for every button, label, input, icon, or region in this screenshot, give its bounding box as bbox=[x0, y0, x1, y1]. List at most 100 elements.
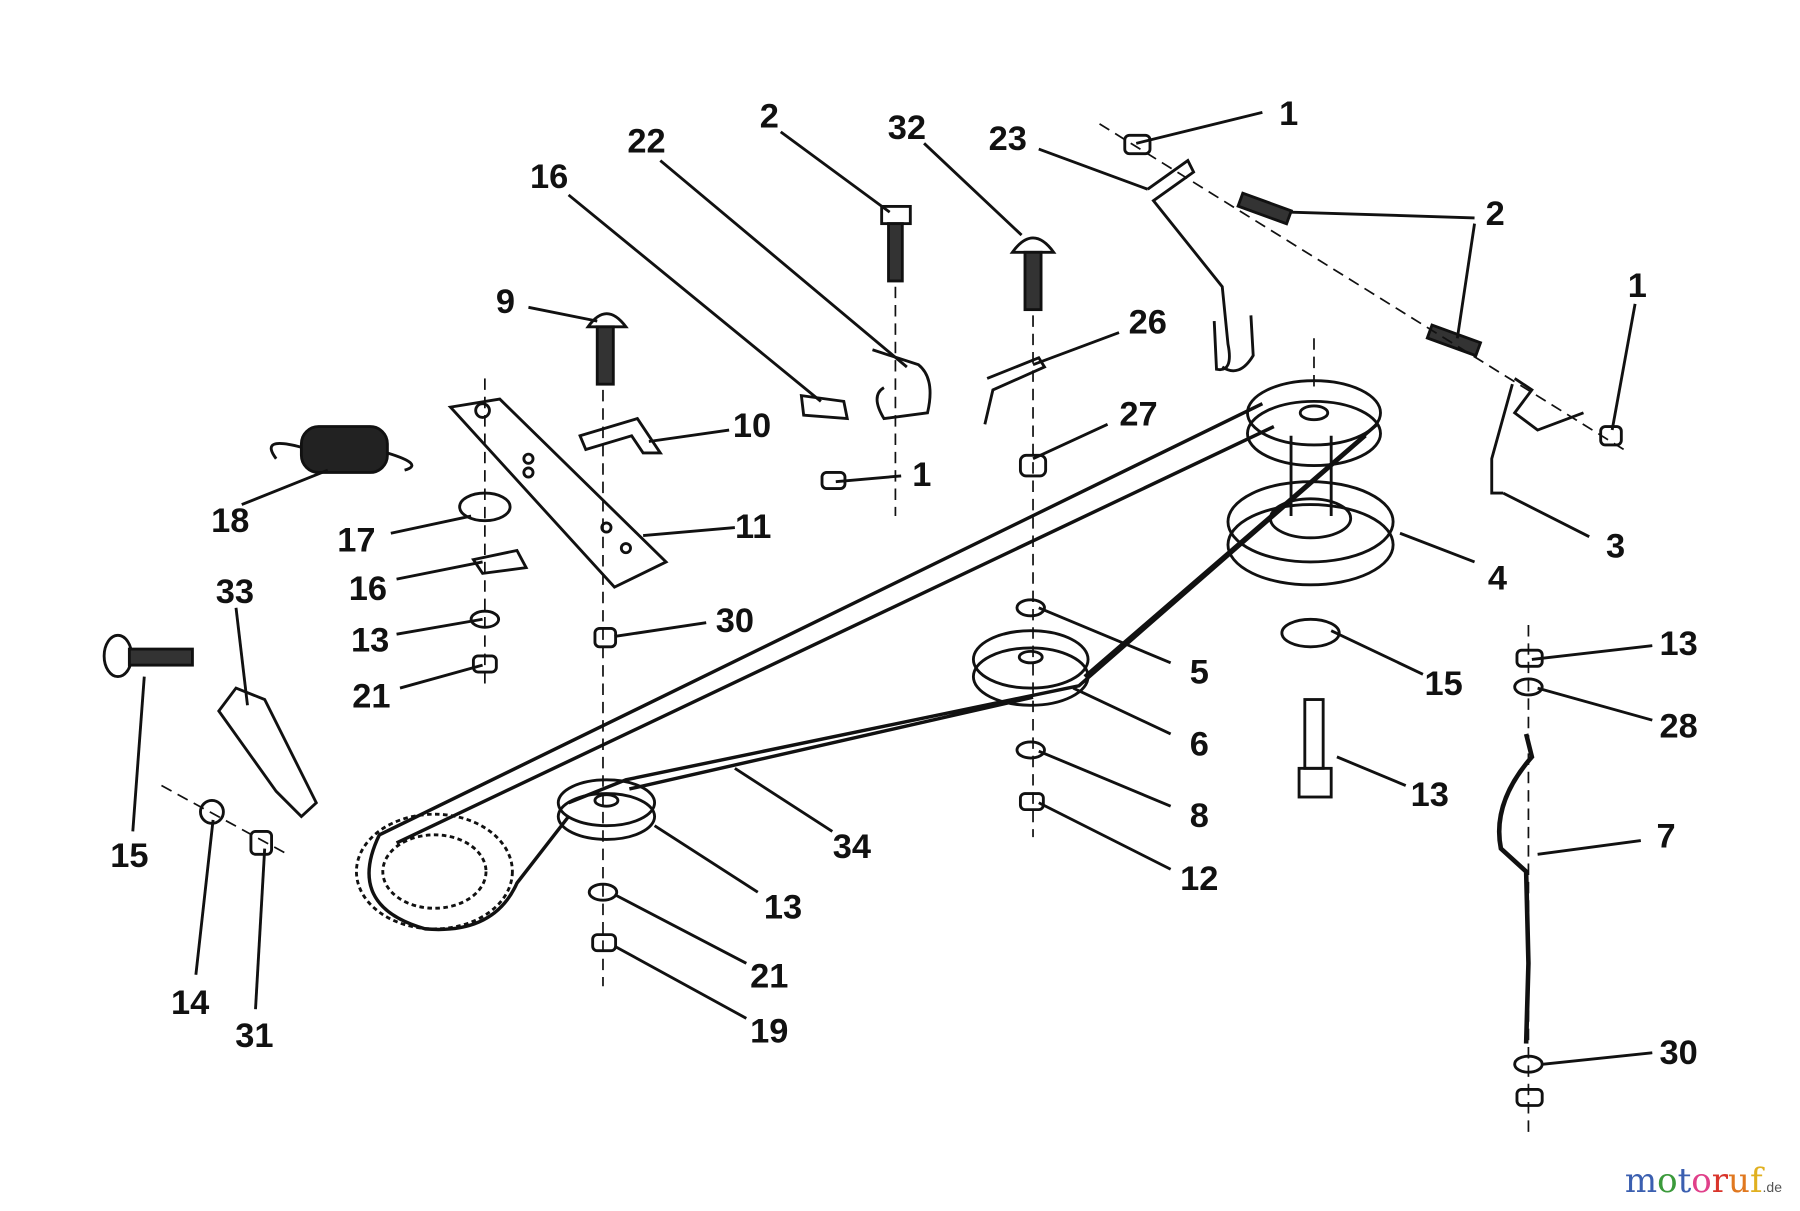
pulley-28 bbox=[971, 629, 1090, 707]
pulley-4 bbox=[1226, 435, 1395, 587]
callout-label-14: 14 bbox=[171, 984, 209, 1022]
leader-line bbox=[1537, 839, 1642, 856]
callout-label-31: 31 bbox=[235, 1017, 273, 1055]
bolt-34 bbox=[102, 633, 194, 679]
idler-arm bbox=[447, 397, 669, 589]
leader-line bbox=[390, 514, 472, 535]
callout-label-28: 28 bbox=[1660, 707, 1698, 745]
leader-line bbox=[254, 848, 267, 1010]
leader-line bbox=[734, 767, 834, 833]
leader-line bbox=[613, 944, 748, 1020]
callout-label-9: 9 bbox=[496, 283, 515, 321]
leader-line bbox=[396, 560, 483, 581]
clip-16-left bbox=[471, 548, 529, 575]
parts-art bbox=[102, 123, 1630, 1136]
bracket-20 bbox=[217, 686, 319, 819]
washers bbox=[199, 133, 1623, 1107]
callout-label-1: 1 bbox=[1279, 95, 1298, 133]
callout-label-22: 22 bbox=[627, 123, 665, 161]
callout-label-2: 2 bbox=[1486, 195, 1505, 233]
bolt-32 bbox=[1009, 236, 1057, 312]
leader-line bbox=[613, 893, 747, 965]
callout-label-30: 30 bbox=[1660, 1034, 1698, 1072]
callout-label-13: 13 bbox=[351, 621, 389, 659]
callout-label-15: 15 bbox=[1424, 665, 1462, 703]
leader-line bbox=[1455, 223, 1476, 339]
callout-label-12: 12 bbox=[1180, 860, 1218, 898]
rod-23 bbox=[1146, 158, 1255, 373]
callout-label-4: 4 bbox=[1488, 559, 1507, 597]
callout-label-21: 21 bbox=[750, 957, 788, 995]
leader-line bbox=[1531, 644, 1653, 661]
callout-label-11: 11 bbox=[735, 508, 771, 546]
callout-label-3: 3 bbox=[1606, 527, 1625, 565]
watermark-logo: motoruf.de bbox=[1625, 1161, 1782, 1201]
callout-label-16: 16 bbox=[530, 158, 568, 196]
leader-line bbox=[528, 305, 598, 323]
leader-line bbox=[923, 142, 1023, 237]
leader-line bbox=[1072, 686, 1172, 736]
rod-3 bbox=[1490, 377, 1584, 495]
leader-line bbox=[241, 468, 329, 506]
leader-line bbox=[1038, 749, 1172, 808]
callout-label-13: 13 bbox=[764, 889, 802, 927]
callout-label-33: 33 bbox=[216, 573, 254, 611]
leader-line bbox=[614, 621, 707, 638]
leader-line bbox=[1032, 331, 1120, 367]
bracket-22 bbox=[872, 348, 932, 421]
bracket-10 bbox=[578, 416, 664, 455]
callout-label-19: 19 bbox=[750, 1012, 788, 1050]
callout-label-8: 8 bbox=[1190, 797, 1209, 835]
leader-line bbox=[234, 607, 249, 706]
callout-label-30: 30 bbox=[716, 602, 754, 640]
leader-line bbox=[1336, 755, 1407, 787]
bracket-26 bbox=[983, 356, 1047, 425]
watermark-letter: t bbox=[1677, 1161, 1692, 1201]
leader-line bbox=[1330, 629, 1424, 676]
leader-line bbox=[659, 159, 908, 369]
callout-label-16: 16 bbox=[349, 570, 387, 608]
callout-label-18: 18 bbox=[211, 502, 249, 540]
watermark-suffix: .de bbox=[1762, 1179, 1782, 1195]
watermark-letter: f bbox=[1749, 1161, 1763, 1201]
watermark-letter: o bbox=[1657, 1161, 1678, 1201]
leader-line bbox=[1291, 210, 1475, 220]
sprocket bbox=[354, 812, 514, 931]
leader-line bbox=[1399, 531, 1476, 564]
rod-8 bbox=[1496, 733, 1535, 1044]
watermark-letter: o bbox=[1691, 1161, 1712, 1201]
leader-line bbox=[1135, 110, 1263, 145]
leader-line bbox=[1038, 606, 1172, 665]
callout-label-34: 34 bbox=[833, 828, 871, 866]
leader-line bbox=[194, 819, 215, 975]
leader-line bbox=[399, 663, 483, 690]
leader-line bbox=[648, 428, 730, 443]
bolt-2-right bbox=[1236, 191, 1483, 358]
bolt-9 bbox=[585, 312, 629, 386]
leader-line bbox=[1502, 491, 1590, 538]
clip-16 bbox=[799, 393, 850, 421]
pulley-top bbox=[1246, 379, 1382, 468]
callout-label-2: 2 bbox=[760, 97, 779, 135]
leader-line bbox=[642, 526, 735, 537]
bolt-6 bbox=[1297, 698, 1333, 799]
leader-line bbox=[131, 676, 146, 832]
leader-line bbox=[1032, 423, 1109, 461]
callout-label-17: 17 bbox=[337, 522, 375, 560]
callout-label-7: 7 bbox=[1656, 817, 1675, 855]
spring bbox=[269, 425, 414, 474]
callout-label-13: 13 bbox=[1660, 625, 1698, 663]
leader-line bbox=[1038, 801, 1172, 871]
leader-line bbox=[1543, 1051, 1653, 1066]
callout-label-15: 15 bbox=[110, 837, 148, 875]
callout-label-1: 1 bbox=[912, 456, 931, 494]
callout-label-6: 6 bbox=[1190, 726, 1209, 764]
center-lines bbox=[161, 123, 1630, 1136]
leader-line bbox=[567, 193, 822, 403]
watermark-letter: m bbox=[1624, 1161, 1658, 1201]
callout-label-32: 32 bbox=[888, 109, 926, 147]
pulley-12 bbox=[556, 778, 657, 841]
leader-line bbox=[835, 474, 902, 484]
